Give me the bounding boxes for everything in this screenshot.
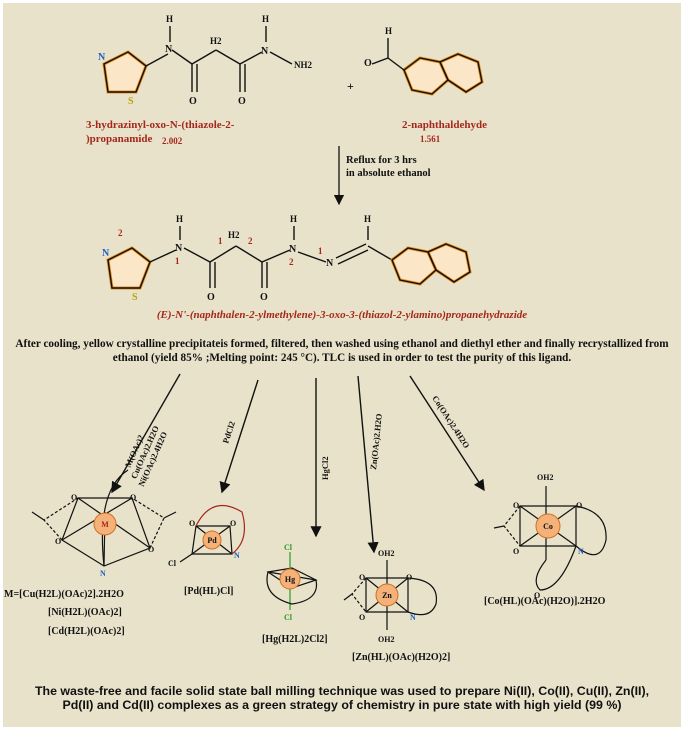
atom-n: N xyxy=(234,551,240,560)
atom-o: O xyxy=(359,573,365,582)
atom-h: H xyxy=(176,214,183,224)
atom-o: O xyxy=(207,292,215,303)
reactant-1-value: 2.002 xyxy=(162,136,183,146)
reactant-1-structure xyxy=(102,26,293,94)
metal-m-sphere xyxy=(93,512,117,536)
atom-h: H xyxy=(385,26,392,36)
atom-o: O xyxy=(534,591,540,600)
reagent-left-group: M(OAc)2 Cu(OAc)2.H2O Ni(OAc)2.4H2O xyxy=(123,424,170,488)
reactant-2-value: 1.561 xyxy=(420,134,441,144)
atom-n: N xyxy=(410,613,416,622)
atom-s: S xyxy=(132,292,138,303)
reagent-pd: PdCl2 xyxy=(220,420,237,445)
atom-o: O xyxy=(513,547,519,556)
product-name: (E)-N'-(naphthalen-2-ylmethylene)-3-oxo-… xyxy=(157,309,527,321)
complex-hg-label: [Hg(H2L)2Cl2] xyxy=(262,634,328,645)
number-1: 1 xyxy=(175,256,180,266)
arrow-zn-complex xyxy=(357,375,379,554)
arrow-m-complex xyxy=(111,373,181,494)
atom-o: O xyxy=(230,519,236,528)
atom-n: N xyxy=(98,52,106,63)
condition-line1: Reflux for 3 hrs xyxy=(346,155,417,166)
metal-co-label: Co xyxy=(543,522,553,531)
complex-zn-label: [Zn(HL)(OAc)(H2O)2] xyxy=(352,652,450,663)
number-2: 2 xyxy=(248,236,253,246)
condition-line2: in absolute ethanol xyxy=(346,168,431,179)
atom-n: N xyxy=(175,243,183,254)
atom-o: O xyxy=(148,545,154,554)
atom-h: H xyxy=(364,214,371,224)
reagent-hg: HgCl2 xyxy=(320,456,330,480)
atom-h2: H2 xyxy=(228,230,240,240)
metal-pd-label: Pd xyxy=(207,536,217,545)
number-2: 2 xyxy=(118,228,123,238)
product-structure xyxy=(106,226,472,290)
complex-m-line1: M=[Cu(H2L)(OAc)2].2H2O xyxy=(4,589,124,600)
metal-m-label: M xyxy=(101,520,109,529)
arrow-pd-complex xyxy=(219,379,259,494)
complex-m-line2: [Ni(H2L)(OAc)2] xyxy=(48,607,122,618)
complex-m-line3: [Cd(H2L)(OAc)2] xyxy=(48,626,125,637)
atom-n: N xyxy=(326,258,334,269)
procedure-description: After cooling, yellow crystalline precip… xyxy=(15,338,669,364)
atom-o: O xyxy=(130,493,136,502)
ligand-oh2: OH2 xyxy=(378,549,394,558)
ligand-oh2: OH2 xyxy=(537,473,553,482)
atom-o: O xyxy=(189,96,197,107)
metal-hg-label: Hg xyxy=(285,575,295,584)
reagent-co: Co(OAc)2.4H2O xyxy=(430,394,472,451)
complex-pd-label: [Pd(HL)Cl] xyxy=(184,586,233,597)
footer-summary: The waste-free and facile solid state ba… xyxy=(34,684,650,712)
reactant-1-name-line2: )propanamide xyxy=(86,133,153,145)
ligand-oh2: OH2 xyxy=(378,635,394,644)
atom-o: O xyxy=(513,501,519,510)
atom-o: O xyxy=(364,58,372,69)
metal-co-sphere xyxy=(535,513,561,539)
atom-h: H xyxy=(166,14,173,24)
reactant-2-name: 2-naphthaldehyde xyxy=(402,119,487,131)
metal-zn-label: Zn xyxy=(382,591,392,600)
atom-o: O xyxy=(238,96,246,107)
atom-n: N xyxy=(102,248,110,259)
metal-pd-sphere xyxy=(202,530,222,550)
plus-sign: + xyxy=(347,79,354,93)
atom-s: S xyxy=(128,96,134,107)
atom-o: O xyxy=(406,573,412,582)
atom-n: N xyxy=(261,46,269,57)
metal-zn-sphere xyxy=(375,583,399,607)
atom-n: N xyxy=(100,569,106,578)
atom-nh2: NH2 xyxy=(294,60,313,70)
atom-h: H xyxy=(290,214,297,224)
arrow-co-complex xyxy=(409,375,485,492)
reactant-2-structure xyxy=(371,38,484,96)
reactant-1-name-line1: 3-hydrazinyl-oxo-N-(thiazole-2- xyxy=(86,119,235,131)
ligand-cl: Cl xyxy=(168,559,177,568)
number-1: 1 xyxy=(318,246,323,256)
number-2: 2 xyxy=(289,257,294,267)
atom-o: O xyxy=(189,519,195,528)
ligand-cl: Cl xyxy=(284,543,293,552)
atom-o: O xyxy=(576,501,582,510)
reagent-zn: Zn(OAc)2.H2O xyxy=(368,413,384,471)
metal-hg-sphere xyxy=(279,568,301,590)
atom-n: N xyxy=(578,547,584,556)
atom-h2: H2 xyxy=(210,36,222,46)
atom-n: N xyxy=(165,44,173,55)
atom-h: H xyxy=(262,14,269,24)
atom-n: N xyxy=(289,244,297,255)
atom-o: O xyxy=(71,493,77,502)
number-1: 1 xyxy=(218,236,223,246)
atom-o: O xyxy=(359,613,365,622)
atom-o: O xyxy=(260,292,268,303)
complex-co-label: [Co(HL)(OAc)(H2O)].2H2O xyxy=(484,596,606,607)
atom-o: O xyxy=(55,537,61,546)
ligand-cl: Cl xyxy=(284,613,293,622)
